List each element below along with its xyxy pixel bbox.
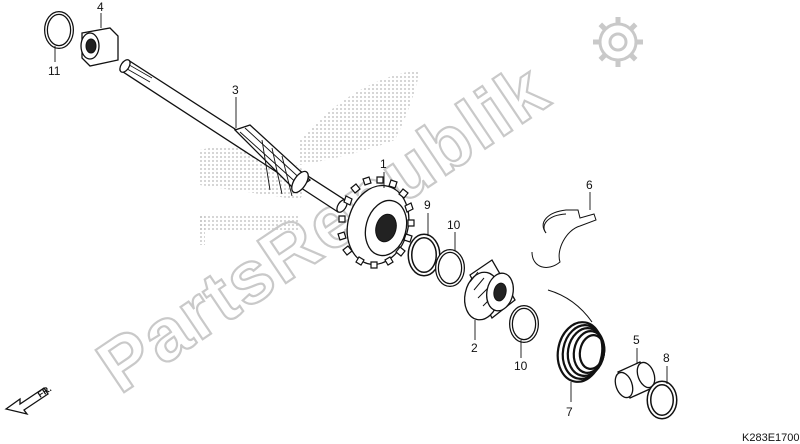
label-shaft-3: 3: [232, 83, 239, 97]
part-spring-guide-6: 6: [531, 178, 597, 268]
part-washer-9: 9: [407, 198, 441, 277]
part-bushing-5: 5: [614, 333, 656, 399]
diagram-code: K283E1700: [742, 432, 800, 444]
label-washer-9: 9: [424, 198, 431, 212]
part-spring-7: 7: [547, 289, 606, 419]
label-snap-ring-10-bottom: 10: [514, 359, 528, 373]
label-snap-ring-10-top: 10: [447, 218, 461, 232]
part-shaft-3: 3: [119, 59, 348, 213]
label-ratchet-2: 2: [471, 341, 478, 355]
label-snap-ring-11: 11: [48, 64, 61, 78]
label-washer-8: 8: [663, 351, 670, 365]
part-snap-ring-10-bottom: 10: [509, 305, 539, 373]
watermark-text: PartsRepublik: [83, 47, 563, 409]
label-spring-guide-6: 6: [586, 178, 593, 192]
part-snap-ring-11: 11: [44, 11, 74, 78]
part-ratchet-2: 2: [463, 259, 516, 355]
arrow-icon: [4, 387, 49, 416]
part-washer-8: 8: [646, 351, 678, 420]
part-collar-4: 4: [80, 0, 119, 67]
label-collar-4: 4: [97, 0, 104, 14]
direction-marker: FR.: [4, 383, 53, 416]
part-snap-ring-10-top: 10: [435, 218, 465, 287]
label-gear-1: 1: [380, 157, 387, 171]
label-bushing-5: 5: [633, 333, 640, 347]
part-gear-1: 1: [337, 157, 415, 269]
gear-icon: [593, 17, 643, 67]
label-spring-7: 7: [566, 405, 573, 419]
